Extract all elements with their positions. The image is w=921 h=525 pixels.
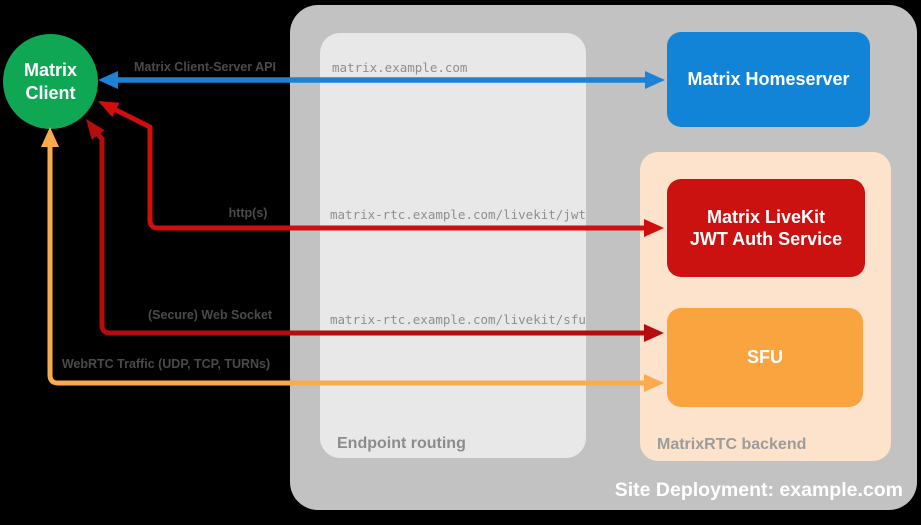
matrix-client-node: Matrix Client: [3, 34, 98, 129]
webrtc-traffic-label: WebRTC Traffic (UDP, TCP, TURNs): [61, 357, 271, 371]
client-server-api-label: Matrix Client-Server API: [134, 60, 276, 74]
matrix-homeserver-node: Matrix Homeserver: [667, 32, 870, 127]
matrix-homeserver-label: Matrix Homeserver: [687, 69, 850, 90]
http-label: http(s): [228, 206, 268, 220]
sfu-label: SFU: [747, 347, 783, 368]
route-livekit-jwt: matrix-rtc.example.com/livekit/jwt: [330, 207, 586, 222]
sfu-node: SFU: [667, 308, 863, 407]
arrowhead-to-client-icon: [41, 127, 59, 147]
route-matrix-example-com: matrix.example.com: [332, 60, 468, 75]
websocket-label: (Secure) Web Socket: [147, 308, 273, 322]
endpoint-routing-label: Endpoint routing: [337, 435, 466, 452]
endpoint-routing-container: [320, 33, 586, 458]
jwt-auth-service-node: Matrix LiveKit JWT Auth Service: [667, 179, 865, 277]
arrowhead-to-client-icon: [86, 119, 105, 140]
site-deployment-label: Site Deployment: example.com: [614, 479, 903, 501]
matrix-client-label: Matrix Client: [23, 60, 77, 103]
route-livekit-sfu: matrix-rtc.example.com/livekit/sfu: [330, 312, 586, 327]
arrowhead-to-client-icon: [98, 101, 120, 118]
matrixrtc-backend-label: MatrixRTC backend: [657, 436, 807, 453]
arrowhead-to-client-icon: [98, 71, 118, 89]
jwt-auth-service-label: Matrix LiveKit JWT Auth Service: [689, 206, 843, 250]
